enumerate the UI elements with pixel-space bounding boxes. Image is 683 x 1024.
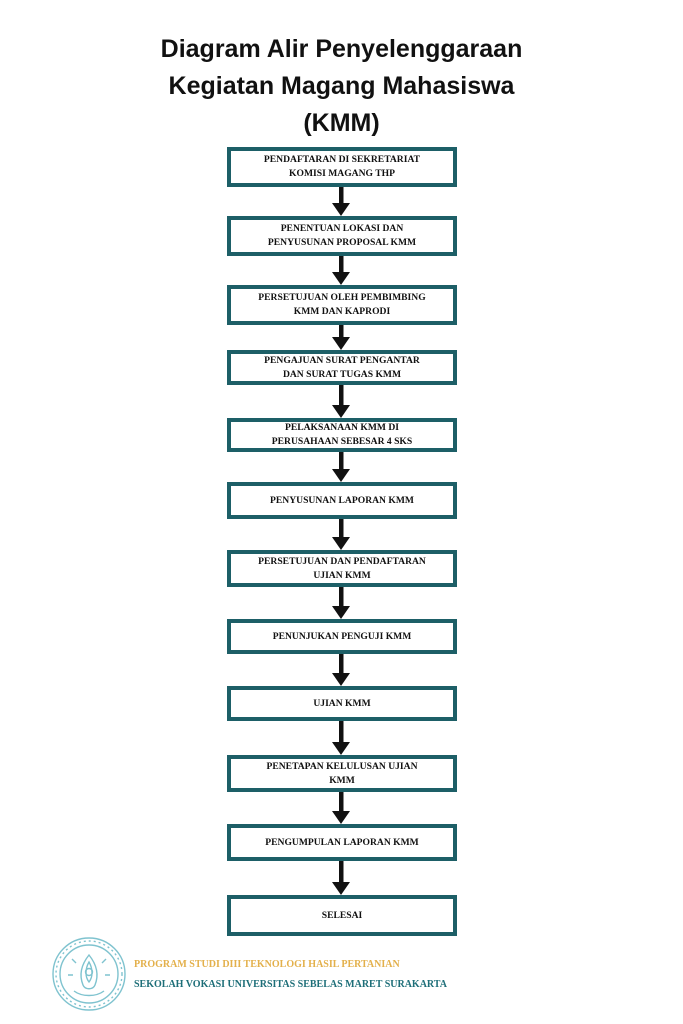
flow-step-10-line-2: KMM bbox=[329, 774, 355, 786]
down-arrow-icon bbox=[331, 654, 351, 686]
down-arrow-icon bbox=[331, 792, 351, 824]
flow-step-3-line-2: KMM DAN KAPRODI bbox=[293, 306, 391, 317]
down-arrow-icon bbox=[331, 721, 351, 755]
flow-step-4: PENGAJUAN SURAT PENGANTAR DAN SURAT TUGAS… bbox=[227, 350, 457, 385]
down-arrow-icon bbox=[331, 256, 351, 285]
flow-step-11: PENGUMPULAN LAPORAN KMM bbox=[227, 824, 457, 861]
down-arrow-icon bbox=[331, 861, 351, 895]
footer-program-name: PROGRAM STUDI DIII TEKNOLOGI HASIL PERTA… bbox=[134, 959, 400, 970]
down-arrow-icon bbox=[331, 325, 351, 350]
flow-step-6-line-1: PENYUSUNAN LAPORAN KMM bbox=[270, 494, 414, 506]
flow-step-4-line-2: DAN SURAT TUGAS KMM bbox=[282, 368, 402, 380]
flow-step-5-line-1: PELAKSANAAN KMM DI bbox=[284, 422, 400, 433]
flow-step-6: PENYUSUNAN LAPORAN KMM bbox=[227, 482, 457, 519]
flow-step-5: PELAKSANAAN KMM DI PERUSAHAAN SEBESAR 4 S… bbox=[227, 418, 457, 452]
down-arrow-icon bbox=[331, 187, 351, 216]
flow-step-3: PERSETUJUAN OLEH PEMBIMBING KMM DAN KAPRO… bbox=[227, 285, 457, 325]
flow-step-1: PENDAFTARAN DI SEKRETARIAT KOMISI MAGANG … bbox=[227, 147, 457, 187]
flow-step-11-line-1: PENGUMPULAN LAPORAN KMM bbox=[265, 836, 419, 848]
flow-step-2-line-1: PENENTUAN LOKASI DAN bbox=[280, 223, 404, 234]
flow-step-2-line-2: PENYUSUNAN PROPOSAL KMM bbox=[267, 237, 417, 248]
flow-step-7-line-1: PERSETUJUAN DAN PENDAFTARAN bbox=[258, 555, 426, 567]
flow-step-8-line-1: PENUNJUKAN PENGUJI KMM bbox=[272, 630, 412, 642]
flow-step-1-line-2: KOMISI MAGANG THP bbox=[289, 168, 395, 179]
university-seal-icon bbox=[50, 935, 128, 1013]
page-title: Diagram Alir Penyelenggaraan Kegiatan Ma… bbox=[0, 31, 683, 142]
flow-step-2: PENENTUAN LOKASI DAN PENYUSUNAN PROPOSAL … bbox=[227, 216, 457, 256]
flow-step-1-line-1: PENDAFTARAN DI SEKRETARIAT bbox=[263, 154, 421, 165]
flow-step-3-line-1: PERSETUJUAN OLEH PEMBIMBING bbox=[258, 292, 426, 303]
flow-step-12-line-1: SELESAI bbox=[321, 909, 363, 921]
flow-step-7: PERSETUJUAN DAN PENDAFTARAN UJIAN KMM bbox=[227, 550, 457, 587]
title-line-1: Diagram Alir Penyelenggaraan bbox=[160, 35, 523, 63]
down-arrow-icon bbox=[331, 385, 351, 418]
title-line-3: (KMM) bbox=[303, 109, 380, 137]
down-arrow-icon bbox=[331, 452, 351, 482]
flow-step-10: PENETAPAN KELULUSAN UJIAN KMM bbox=[227, 755, 457, 792]
flow-step-4-line-1: PENGAJUAN SURAT PENGANTAR bbox=[264, 354, 420, 366]
footer-school-name: SEKOLAH VOKASI UNIVERSITAS SEBELAS MARET… bbox=[134, 979, 447, 990]
flow-step-12: SELESAI bbox=[227, 895, 457, 936]
flow-step-5-line-2: PERUSAHAAN SEBESAR 4 SKS bbox=[271, 436, 413, 447]
flow-step-8: PENUNJUKAN PENGUJI KMM bbox=[227, 619, 457, 654]
title-line-2: Kegiatan Magang Mahasiswa bbox=[168, 72, 515, 100]
down-arrow-icon bbox=[331, 587, 351, 619]
flow-step-9-line-1: UJIAN KMM bbox=[313, 697, 371, 709]
down-arrow-icon bbox=[331, 519, 351, 550]
flow-step-9: UJIAN KMM bbox=[227, 686, 457, 721]
flow-step-7-line-2: UJIAN KMM bbox=[313, 569, 371, 581]
flow-step-10-line-1: PENETAPAN KELULUSAN UJIAN bbox=[266, 760, 418, 772]
